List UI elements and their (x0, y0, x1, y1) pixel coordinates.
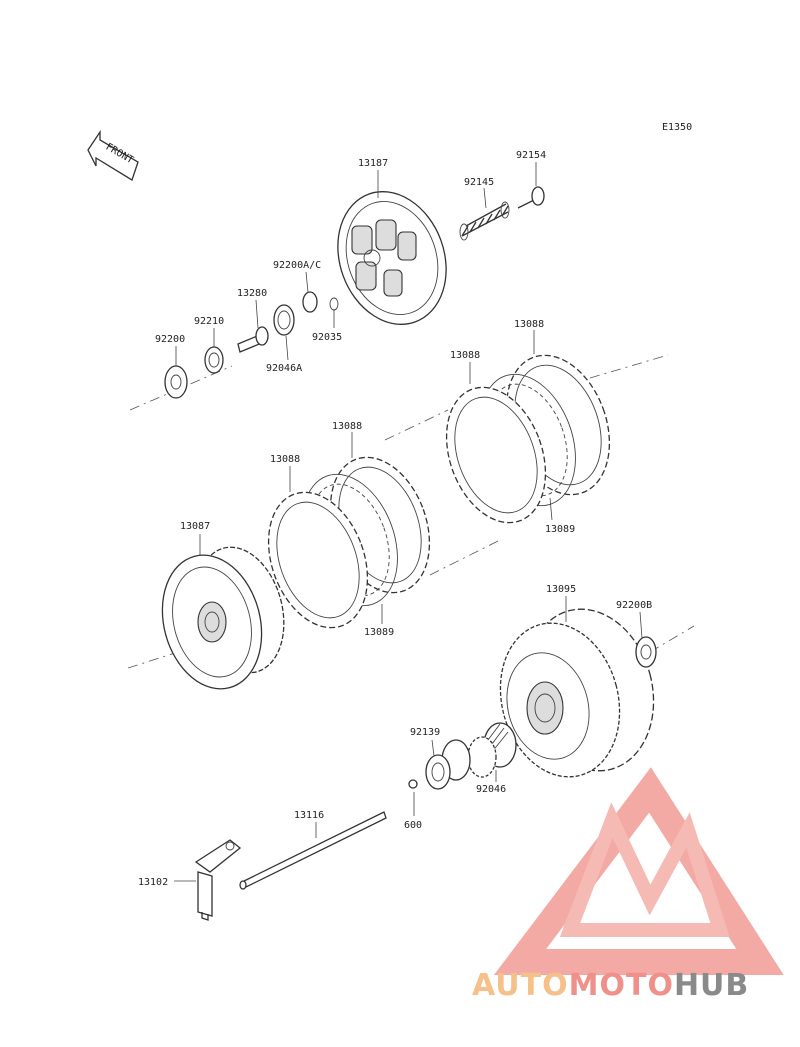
bearing-92210 (204, 346, 224, 374)
front-arrow-icon: FRONT (87, 129, 139, 181)
label-13088-d: 13088 (514, 319, 544, 330)
watermark-logo (493, 767, 784, 975)
label-92145: 92145 (464, 177, 494, 188)
label-13102: 13102 (138, 877, 168, 888)
label-13089-a: 13089 (545, 524, 575, 535)
friction-plate-13088-lower-front (267, 491, 369, 629)
label-600: 600 (404, 820, 422, 831)
label-13088-b: 13088 (332, 421, 362, 432)
label-13187: 13187 (358, 158, 388, 169)
label-92035: 92035 (312, 332, 342, 343)
label-13087: 13087 (180, 521, 210, 532)
axis-upper-right (589, 354, 669, 379)
clutch-housing-13095 (499, 608, 655, 778)
collar-92139 (425, 739, 471, 790)
axis-lower (127, 644, 201, 669)
pushrod-13280 (237, 326, 269, 353)
friction-plate-13088-upper-front (445, 386, 547, 524)
bearing-92046a (273, 304, 295, 336)
leader-92200ac (305, 271, 309, 293)
axis-mid (384, 409, 449, 441)
leader-92139 (431, 739, 435, 757)
clutch-hub-13087 (161, 546, 285, 690)
pushrod-13116 (239, 811, 387, 890)
leader-92145 (483, 187, 487, 209)
bolt-92154 (517, 186, 545, 209)
pressure-plate-13187 (337, 191, 447, 325)
washer-92200 (164, 365, 188, 399)
label-13089-b: 13089 (364, 627, 394, 638)
axis-bottom-right (649, 625, 695, 653)
label-13088-a: 13088 (270, 454, 300, 465)
washer-92200ac (302, 291, 318, 313)
washer-92200b (635, 636, 657, 668)
leader-13089-a (549, 497, 553, 521)
label-13116: 13116 (294, 810, 324, 821)
label-92200: 92200 (155, 334, 185, 345)
label-92154: 92154 (516, 150, 546, 161)
watermark-text: AUTOMOTOHUB (472, 968, 749, 1003)
label-92200ac: 92200A/C (273, 260, 321, 271)
leader-13280 (255, 299, 259, 329)
watermark-auto: AUTO (472, 968, 569, 1003)
watermark-hub: HUB (674, 968, 749, 1003)
leader-92200b (639, 611, 643, 639)
ball-600 (408, 779, 418, 789)
leader-92046a (285, 335, 289, 361)
label-92139: 92139 (410, 727, 440, 738)
label-13095: 13095 (546, 584, 576, 595)
diagram-code: E1350 (662, 122, 692, 133)
label-13088-c: 13088 (450, 350, 480, 361)
label-92046a: 92046A (266, 363, 302, 374)
release-lever-13102 (194, 839, 242, 921)
circlip-92035 (329, 297, 339, 311)
axis-mid-lower (429, 539, 501, 576)
label-92200b: 92200B (616, 600, 652, 611)
label-13280: 13280 (237, 288, 267, 299)
spring-92145 (459, 201, 510, 241)
label-92210: 92210 (194, 316, 224, 327)
watermark-moto: MOTO (569, 968, 674, 1003)
needle-bearing-92046 (467, 722, 517, 778)
label-92046: 92046 (476, 784, 506, 795)
